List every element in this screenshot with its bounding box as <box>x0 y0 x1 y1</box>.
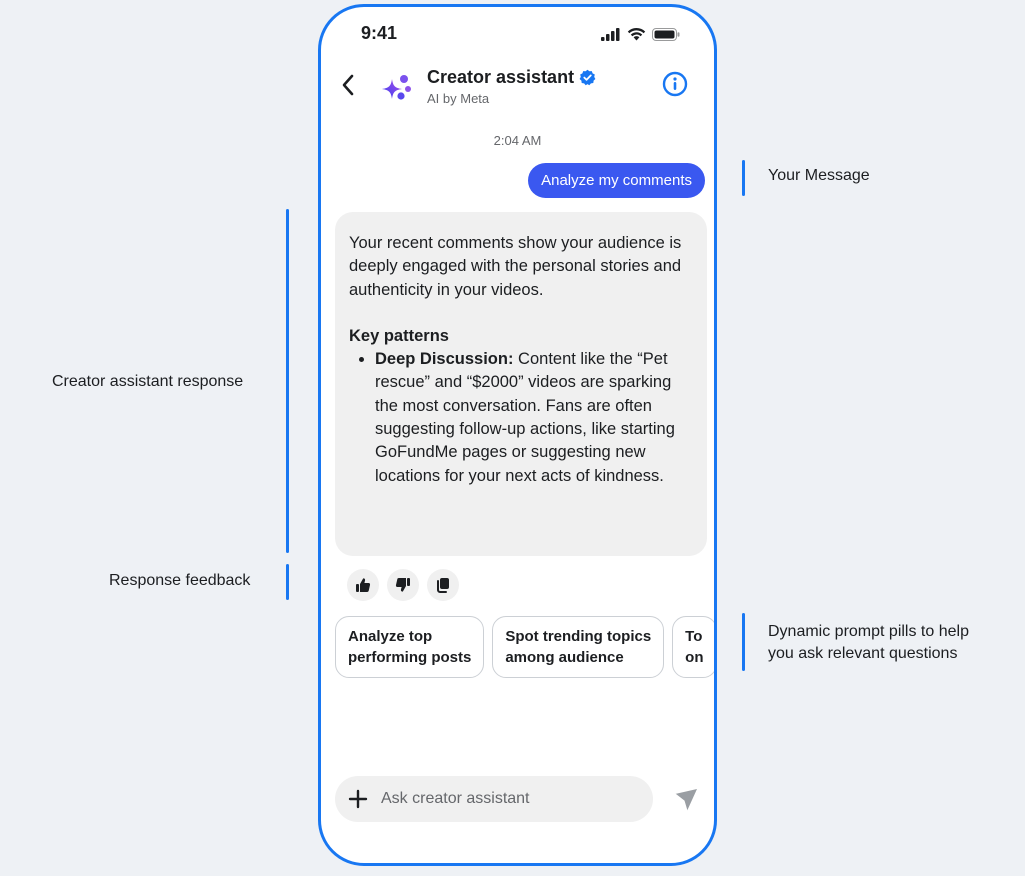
user-message-bubble[interactable]: Analyze my comments <box>528 163 705 198</box>
status-time: 9:41 <box>361 23 398 43</box>
annotation-your-message: Your Message <box>768 167 870 184</box>
response-bullet: Deep Discussion: Content like the “Pet r… <box>375 348 693 488</box>
info-icon[interactable] <box>662 71 688 97</box>
thumbs-up-icon <box>356 578 371 592</box>
thumbs-down-icon <box>395 578 410 592</box>
plus-icon[interactable] <box>347 788 369 810</box>
prompt-pill-line: on <box>685 649 704 666</box>
prompt-pill-line: To <box>685 628 703 645</box>
thumbs-up-button[interactable] <box>347 569 379 601</box>
response-intro: Your recent comments show your audience … <box>349 234 682 299</box>
battery-icon <box>652 27 680 41</box>
verified-badge-icon <box>579 69 596 86</box>
copy-button[interactable] <box>427 569 459 601</box>
thumbs-down-button[interactable] <box>387 569 419 601</box>
signal-icon <box>601 27 620 41</box>
message-timestamp: 2:04 AM <box>493 133 542 148</box>
annotation-bar-assistant-response <box>286 209 289 553</box>
status-icons <box>601 27 680 41</box>
prompt-pill-spot-trending[interactable]: Spot trending topics among audience <box>492 616 665 678</box>
response-bullet-text: Content like the “Pet rescue” and “$2000… <box>375 350 675 485</box>
wifi-icon <box>627 27 646 41</box>
meta-ai-sparkle-icon <box>382 75 411 100</box>
annotation-bar-response-feedback <box>286 564 289 600</box>
chat-title-text: Creator assistant <box>427 67 575 87</box>
annotation-prompt-pills-line2: you ask relevant questions <box>768 645 958 662</box>
prompt-pill-line: among audience <box>505 649 624 666</box>
chat-title: Creator assistant <box>427 67 596 88</box>
message-input[interactable] <box>381 776 641 822</box>
annotation-assistant-response: Creator assistant response <box>52 373 244 390</box>
annotation-bar-your-message <box>742 160 745 196</box>
prompt-pill-line: Analyze top <box>348 628 433 645</box>
prompt-pills: Analyze top performing posts Spot trendi… <box>335 616 714 678</box>
annotation-prompt-pills: Dynamic prompt pills to help you ask rel… <box>768 621 969 665</box>
annotation-bar-prompt-pills <box>742 613 745 671</box>
chat-header: Creator assistant AI by Meta <box>321 61 714 117</box>
message-composer <box>335 776 653 822</box>
annotation-prompt-pills-line1: Dynamic prompt pills to help <box>768 623 969 640</box>
response-bullet-label: Deep Discussion: <box>375 350 514 369</box>
chat-subtitle: AI by Meta <box>427 91 490 106</box>
copy-icon <box>437 578 449 593</box>
response-heading: Key patterns <box>349 326 449 345</box>
send-icon[interactable] <box>673 787 699 813</box>
prompt-pill-line: Spot trending topics <box>505 628 652 645</box>
prompt-pill-truncated[interactable]: To on <box>672 616 714 678</box>
prompt-pill-analyze-top[interactable]: Analyze top performing posts <box>335 616 485 678</box>
annotation-response-feedback: Response feedback <box>109 572 251 589</box>
assistant-response-bubble: Your recent comments show your audience … <box>335 212 707 556</box>
response-feedback <box>347 569 459 601</box>
phone-frame: 9:41 <box>318 4 717 866</box>
back-chevron-icon[interactable] <box>337 71 359 99</box>
status-bar: 9:41 <box>321 7 714 57</box>
response-bullet-list: Deep Discussion: Content like the “Pet r… <box>349 348 693 488</box>
prompt-pill-line: performing posts <box>348 649 472 666</box>
